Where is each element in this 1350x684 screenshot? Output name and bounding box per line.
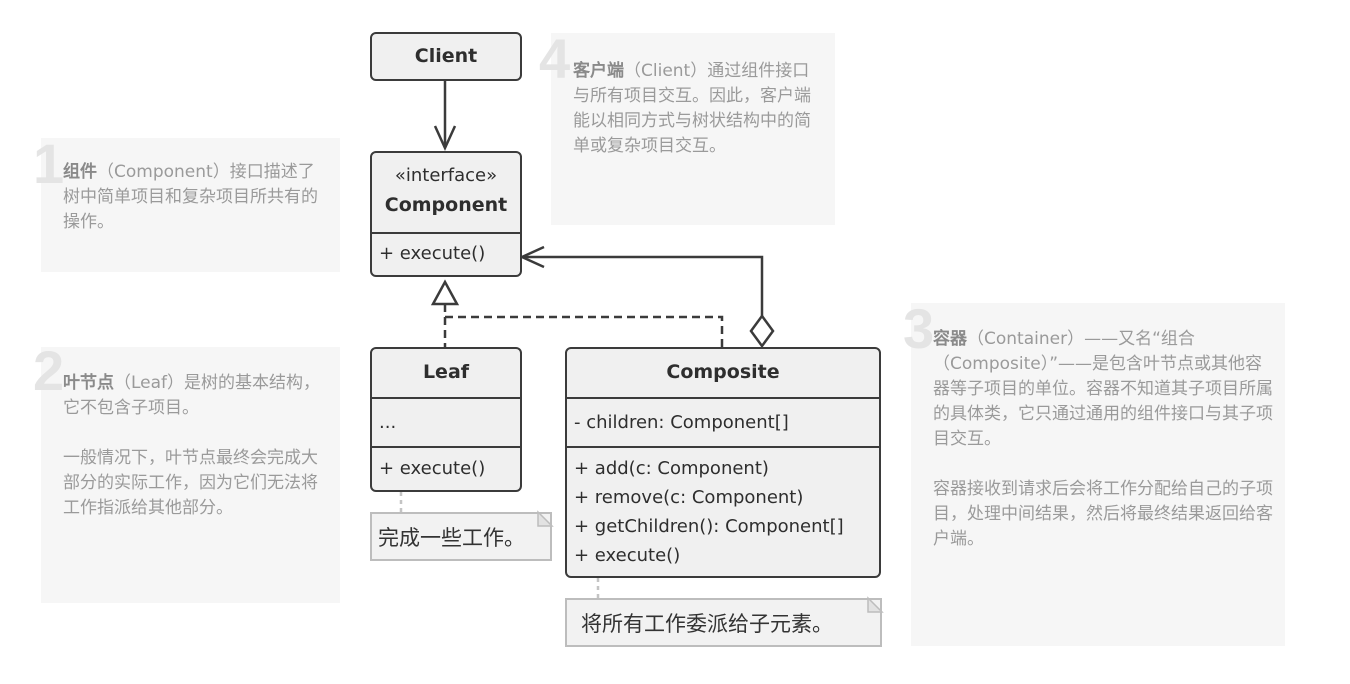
aggregation-diamond (749, 313, 775, 349)
realization-dashed-lines (430, 279, 724, 347)
composite-class: Composite - children: Component[] + add(… (565, 347, 881, 578)
note-number: 3 (903, 297, 935, 360)
methods-section: + add(c: Component) + remove(c: Componen… (567, 446, 879, 570)
note-paragraph: 容器接收到请求后会将工作分配给自己的子项目，处理中间结果，然后将最终结果返回给客… (933, 479, 1273, 549)
note-component: 1 组件（Component）接口描述了树中简单项目和复杂项目所共有的操作。 (33, 136, 340, 272)
leaf-callout-fold (537, 510, 554, 527)
note-number: 2 (33, 339, 65, 402)
client-class: Client (370, 32, 522, 81)
note-container: 3 容器（Container）——又名“组合（Composite）”——是包含叶… (903, 301, 1285, 646)
method: + execute() (574, 545, 681, 566)
class-header: Leaf (372, 349, 520, 397)
component-interface: «interface» Component + execute() (370, 151, 522, 277)
field: - children: Component[] (574, 412, 789, 433)
note-text: 客户端（Client）通过组件接口与所有项目交互。因此，客户端能以相同方式与树状… (573, 59, 818, 159)
callout-text: 完成一些工作。 (378, 525, 525, 550)
class-name: Leaf (422, 361, 470, 383)
note-paragraph: （Component）接口描述了树中简单项目和复杂项目所共有的操作。 (63, 162, 318, 232)
note-leaf: 2 叶节点（Leaf）是树的基本结构，它不包含子项目。 一般情况下，叶节点最终会… (33, 343, 340, 603)
methods-section: + execute() (372, 446, 520, 490)
note-paragraph: （Client）通过组件接口与所有项目交互。因此，客户端能以相同方式与树状结构中… (573, 61, 811, 156)
note-client: 4 客户端（Client）通过组件接口与所有项目交互。因此，客户端能以相同方式与… (539, 31, 835, 225)
class-name: Component (384, 194, 508, 216)
fields-section: ... (372, 397, 520, 446)
client-to-component-arrow (433, 81, 457, 152)
field: ... (379, 412, 397, 433)
stereotype-label: «interface» (394, 165, 498, 186)
class-name: Client (414, 45, 478, 67)
method: + getChildren(): Component[] (574, 516, 844, 537)
method: + remove(c: Component) (574, 487, 804, 508)
note-term: 客户端 (573, 61, 624, 81)
note-paragraph: （Container）——又名“组合（Composite）”——是包含叶节点或其… (933, 329, 1273, 449)
note-paragraph: 一般情况下，叶节点最终会完成大部分的实际工作，因为它们无法将工作指派给其他部分。 (63, 448, 318, 518)
composite-callout-fold (867, 596, 884, 613)
class-header: «interface» Component (372, 153, 520, 232)
note-number: 1 (33, 132, 65, 195)
aggregation-arrow (518, 245, 775, 349)
note-paragraph: （Leaf）是树的基本结构，它不包含子项目。 (63, 373, 321, 418)
leaf-callout: 完成一些工作。 (370, 512, 552, 561)
class-header: Composite (567, 349, 879, 397)
note-term: 容器 (933, 329, 967, 349)
note-term: 组件 (63, 162, 97, 182)
method: + execute() (379, 458, 486, 479)
class-name: Composite (666, 361, 780, 383)
callout-text: 将所有工作委派给子元素。 (581, 611, 833, 636)
note-text: 组件（Component）接口描述了树中简单项目和复杂项目所共有的操作。 (63, 160, 325, 235)
method: + execute() (379, 243, 486, 264)
note-term: 叶节点 (63, 373, 114, 393)
note-number: 4 (539, 27, 571, 90)
fields-section: - children: Component[] (567, 397, 879, 446)
note-text: 叶节点（Leaf）是树的基本结构，它不包含子项目。 一般情况下，叶节点最终会完成… (63, 371, 325, 521)
method: + add(c: Component) (574, 458, 769, 479)
composite-callout: 将所有工作委派给子元素。 (565, 598, 882, 647)
realization-triangle (430, 279, 460, 306)
note-text: 容器（Container）——又名“组合（Composite）”——是包含叶节点… (933, 327, 1273, 552)
leaf-class: Leaf ... + execute() (370, 347, 522, 492)
methods-section: + execute() (372, 232, 520, 275)
